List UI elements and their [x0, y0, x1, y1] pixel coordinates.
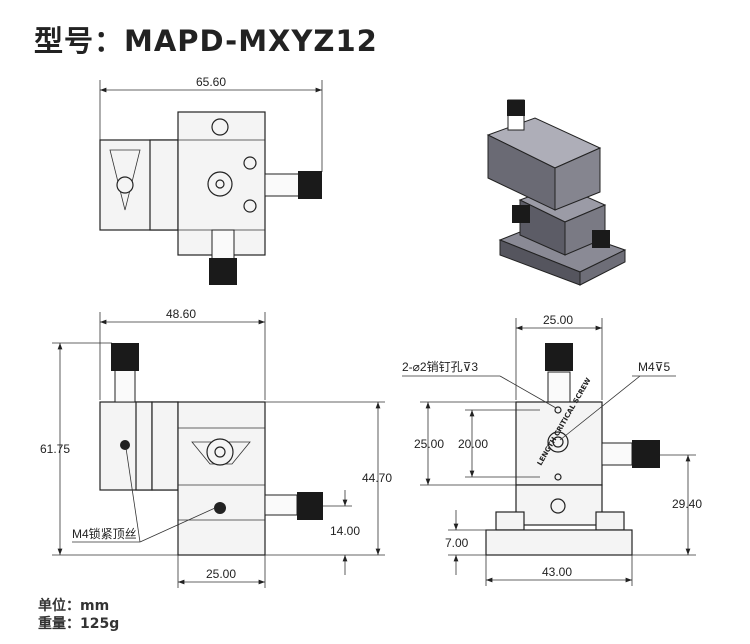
- unit-label: 单位：mm: [38, 598, 110, 614]
- dim-side-base-width: 43.00: [542, 565, 572, 579]
- front-view: 48.60 61.75 44.70 14.00 25.00 M4锁紧顶丝: [40, 307, 392, 588]
- dim-base-width: 25.00: [206, 567, 236, 581]
- dim-front-height: 61.75: [40, 442, 70, 456]
- callout-lock-screw: M4锁紧顶丝: [72, 526, 137, 541]
- side-view: 25.00 LENGTH CRITICAL SCREW 25.00 20.00 …: [402, 313, 702, 586]
- top-view: 65.60: [99, 75, 323, 285]
- callout-pin-hole: 2-⌀2销钉孔⊽3: [402, 360, 478, 374]
- dim-hole-spacing: 20.00: [458, 437, 488, 451]
- dim-knob-height: 14.00: [330, 524, 360, 538]
- dim-top-width: 65.60: [196, 75, 226, 89]
- isometric-view: [486, 99, 627, 286]
- dim-block-height: 25.00: [414, 437, 444, 451]
- dim-base-height: 7.00: [445, 536, 469, 550]
- callout-thread: M4⊽5: [638, 360, 670, 374]
- dim-side-width: 25.00: [543, 313, 573, 327]
- weight-label: 重量：125g: [38, 616, 120, 632]
- model-title: 型号：MAPD-MXYZ12: [34, 24, 378, 58]
- dim-upper-height: 44.70: [362, 471, 392, 485]
- dim-side-knob-height: 29.40: [672, 497, 702, 511]
- dim-front-width: 48.60: [166, 307, 196, 321]
